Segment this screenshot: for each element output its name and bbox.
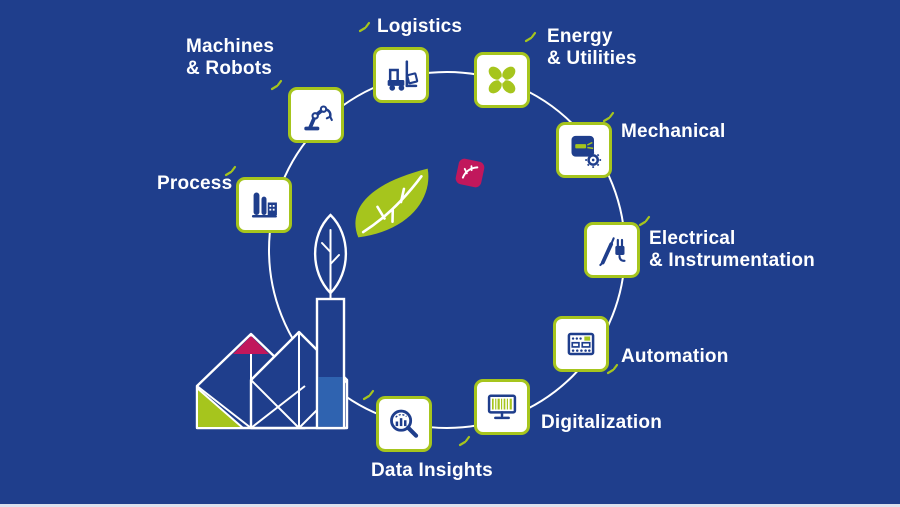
welding-helmet-gear-icon	[571, 135, 602, 168]
node-data-insights	[376, 396, 432, 452]
plug-probe-icon	[599, 237, 626, 267]
magenta-triangle-accent	[233, 336, 269, 354]
sparkle-icon	[270, 79, 283, 91]
sparkle-icon	[362, 389, 375, 401]
label-digitalization: Digitalization	[541, 412, 663, 433]
magnifier-chart-icon	[390, 409, 419, 438]
sparkle-icon	[638, 215, 651, 227]
fan-icon	[488, 66, 516, 94]
sparkle-icon	[524, 31, 537, 43]
chimney-blue-fill	[318, 377, 343, 427]
eco-factory-illustration	[195, 213, 349, 430]
label-data-insights: Data Insights	[371, 460, 493, 481]
label-machines-robots: Machines & Robots	[186, 36, 275, 80]
node-digitalization	[474, 379, 530, 435]
label-energy-utilities: Energy & Utilities	[547, 26, 637, 70]
node-machines-robots	[288, 87, 344, 143]
sparkle-icon	[358, 21, 371, 33]
node-process	[236, 177, 292, 233]
label-logistics: Logistics	[377, 16, 463, 37]
process-plant-icon	[251, 192, 277, 218]
robot-arm-icon	[304, 105, 333, 131]
sparkle-icon	[602, 111, 615, 123]
label-mechanical: Mechanical	[621, 121, 726, 142]
label-process: Process	[157, 173, 233, 194]
node-electrical-instrumentation	[584, 222, 640, 278]
green-leaf-icon	[355, 168, 429, 238]
node-automation	[553, 316, 609, 372]
monitor-barcode-icon	[487, 394, 517, 420]
green-triangle-accent	[196, 385, 246, 429]
bottom-edge-line	[0, 504, 900, 507]
forklift-icon	[387, 60, 419, 91]
sparkle-icon	[458, 435, 471, 447]
label-electrical-instrumentation: Electrical & Instrumentation	[649, 228, 815, 272]
sparkle-icon	[606, 363, 619, 375]
control-panel-icon	[567, 332, 595, 356]
magenta-leaf-badge-icon	[454, 157, 486, 189]
label-automation: Automation	[621, 346, 729, 367]
node-mechanical	[556, 122, 612, 178]
sparkle-icon	[224, 165, 237, 177]
node-energy-utilities	[474, 52, 530, 108]
node-logistics	[373, 47, 429, 103]
